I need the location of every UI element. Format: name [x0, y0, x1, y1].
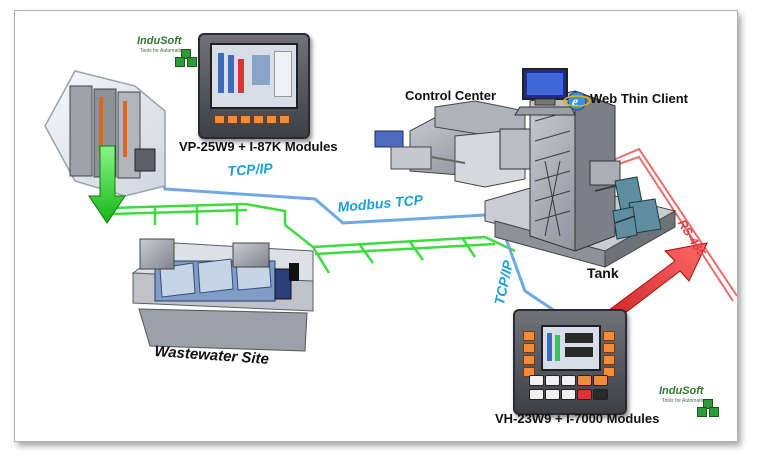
network-diagram: e: [44, 68, 737, 352]
vh-touch-panel-icon: [513, 309, 627, 415]
thin-client-monitor-icon: [514, 68, 576, 116]
web-globe-icon: e: [563, 91, 591, 111]
wastewater-plant-icon: [131, 238, 314, 352]
indusoft-logo-icon: InduSoft Tools for Automation: [657, 383, 719, 417]
indusoft-logo-icon: InduSoft Tools for Automation: [135, 33, 197, 67]
logo-tagline: Tools for Automation: [662, 398, 708, 404]
logo-tagline: Tools for Automation: [140, 48, 186, 54]
io-module-rack-icon: [44, 70, 166, 224]
tank-tower-icon: [484, 90, 677, 268]
tank-label: Tank: [587, 265, 619, 281]
diagram-frame: e: [14, 10, 738, 442]
io-module-icon: [594, 176, 662, 240]
web-thin-client-label: Web Thin Client: [590, 91, 688, 106]
logo-word: InduSoft: [659, 385, 704, 397]
tcp-ip-top-label: TCP/IP: [227, 159, 274, 179]
control-center-label: Control Center: [405, 88, 496, 103]
vp-touch-panel-icon: [198, 33, 310, 139]
vp-panel-label: VP-25W9 + I-87K Modules: [179, 139, 338, 154]
vh-panel-label: VH-23W9 + I-7000 Modules: [495, 411, 660, 426]
svg-text:e: e: [572, 95, 578, 110]
logo-word: InduSoft: [137, 35, 182, 47]
